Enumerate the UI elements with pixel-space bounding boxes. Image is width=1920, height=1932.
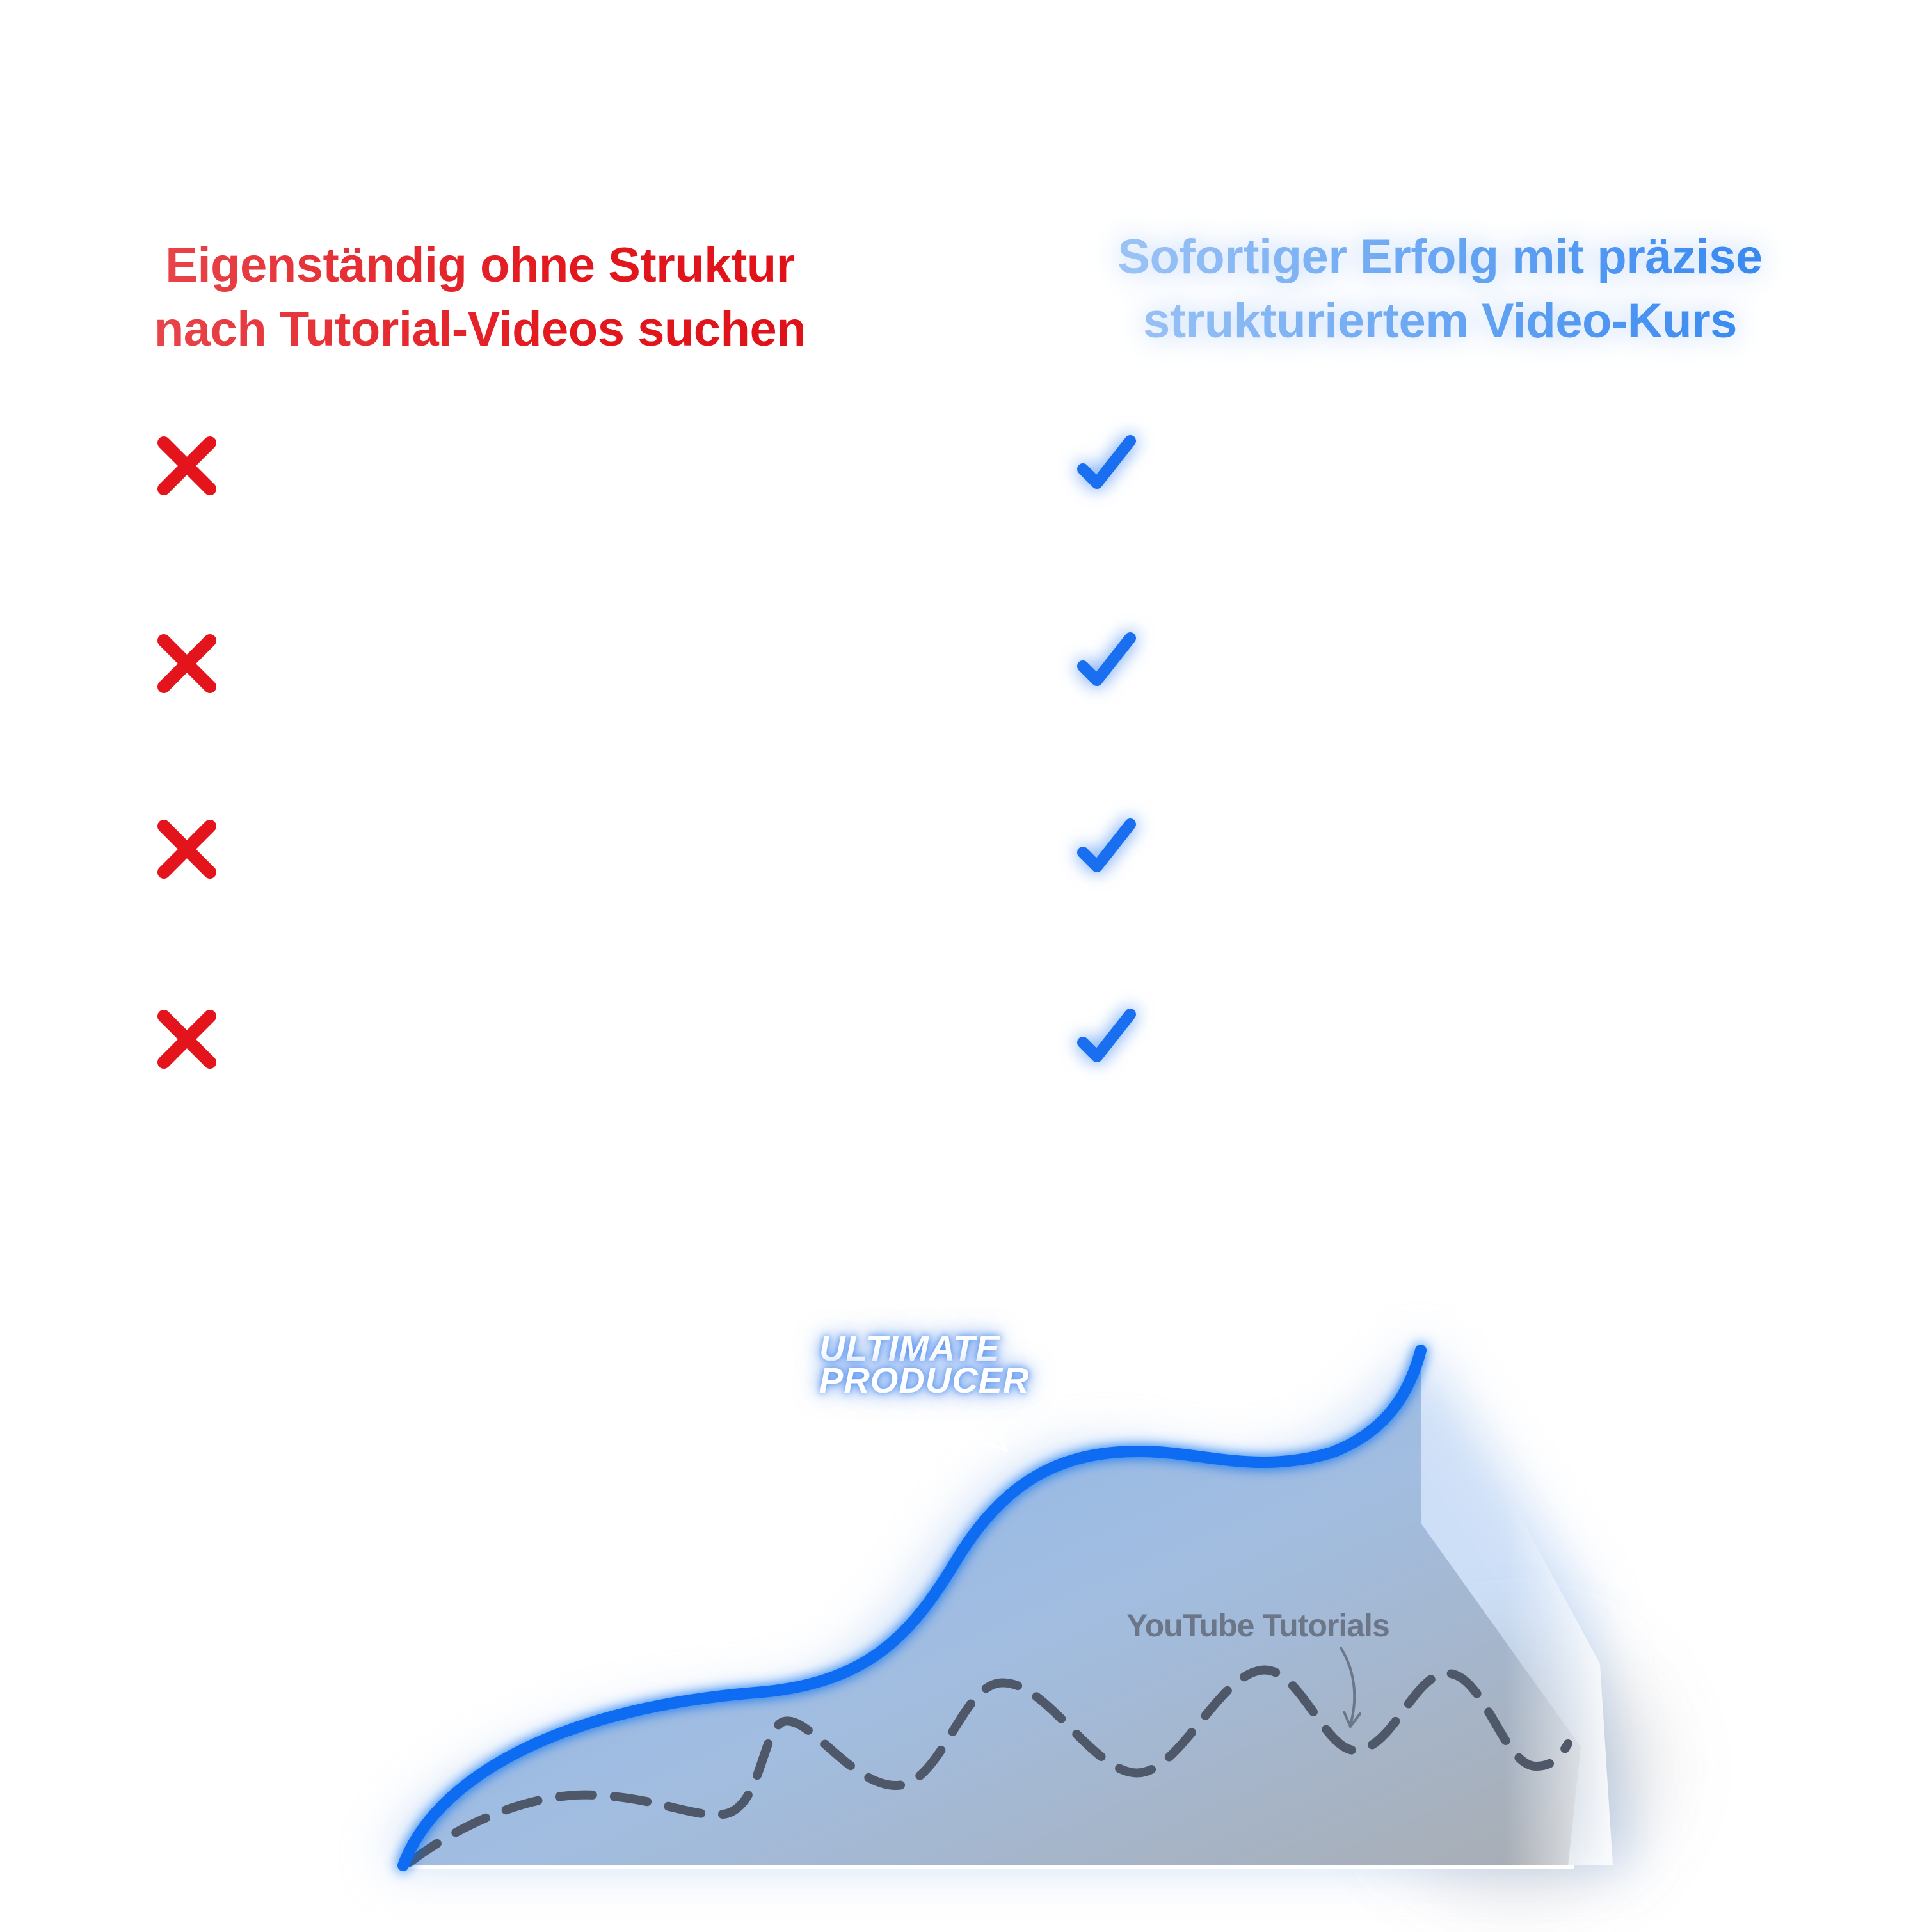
secondary-label-arrow: [1340, 1647, 1361, 1729]
primary-label-line-2: PRODUCER: [819, 1360, 1030, 1400]
graph-area-fade: [1344, 1344, 1613, 1865]
primary-label-line-1: ULTIMATE: [819, 1328, 1000, 1368]
primary-label-arrow: [959, 1416, 1009, 1453]
primary-line-label: ULTIMATE PRODUCER: [819, 1328, 1114, 1400]
secondary-line-label: YouTube Tutorials: [1126, 1608, 1390, 1643]
graph-area: [403, 1350, 1581, 1865]
secondary-line: [405, 1665, 1572, 1867]
primary-line: [397, 1345, 1427, 1871]
